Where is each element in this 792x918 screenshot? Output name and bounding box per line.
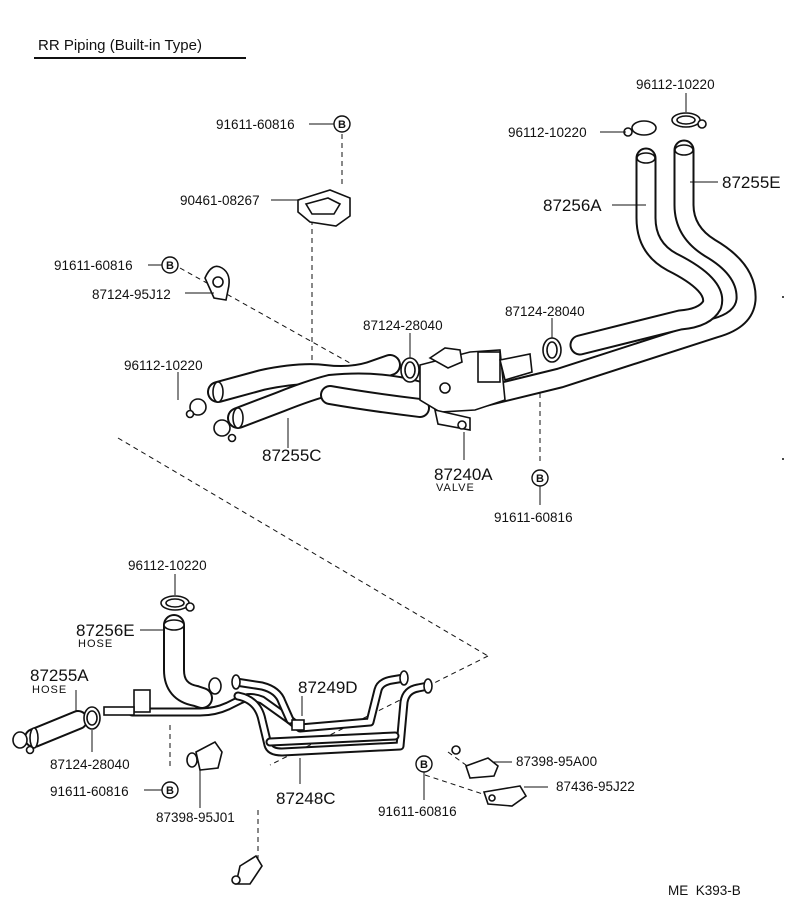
bracket-87436-95J22 [482,785,528,807]
pipe-end [423,678,433,694]
label-91611-left: 91611-60816 [54,258,133,273]
label-87255A: 87255A [30,666,89,685]
hose-end-cap [212,381,224,403]
label-87255C: 87255C [262,446,322,465]
hose-end-cap [636,152,656,164]
leader-lines-lower [75,629,548,808]
svg-text:B: B [338,119,346,131]
pipe-clamp-block [133,689,151,713]
hose-end-cap [163,619,185,631]
label-87248C: 87248C [276,789,336,808]
label-91611-lower-right: 91611-60816 [378,804,457,819]
clip-bottom [231,854,263,885]
svg-text:B: B [420,759,428,771]
label-87256E-hose: HOSE [78,638,113,650]
valve-87240A [419,347,533,431]
pipe-end [231,674,241,690]
label-87398-95J01: 87398-95J01 [156,810,235,825]
hose-87256A [569,147,724,356]
clamp [208,677,222,695]
marker-b-lower-left: B [161,781,179,799]
label-96112-mid: 96112-10220 [124,358,203,373]
clamp-mid-87124 [400,357,420,383]
hose-87255A [24,710,88,748]
marker-b-valve: B [531,469,549,487]
label-91611-top: 91611-60816 [216,117,295,132]
hose-end-cap [29,727,39,749]
label-91611-lower-left: 91611-60816 [50,784,129,799]
edge-dot [782,458,784,460]
bracket-87398-95A00 [451,745,499,779]
edge-dot [782,296,784,298]
pipe-87248C [233,681,433,757]
label-96112-upper: 96112-10220 [508,125,587,140]
label-valve: VALVE [436,482,475,494]
pipe-join [291,719,305,731]
label-90461: 90461-08267 [180,193,260,208]
pipe-end-stub [103,706,135,716]
marker-b-left: B [161,256,179,274]
clamp-87124-lower [83,706,101,730]
reference-code: ME K393-B [668,883,741,898]
label-87255A-hose: HOSE [32,684,67,696]
label-87256A: 87256A [543,196,602,215]
pipe-87249D [127,673,409,733]
hose-end-cap [232,407,244,429]
pipe-end [399,670,409,686]
label-87124-mid: 87124-28040 [363,318,443,333]
clamp-lower-96112 [160,595,195,612]
label-87436-95J22: 87436-95J22 [556,779,635,794]
label-91611-valve: 91611-60816 [494,510,573,525]
leader-lines-upper [148,93,718,505]
clamp-right-87124 [542,337,562,363]
hose-87255C [207,354,431,429]
diagram-title: RR Piping (Built-in Type) [38,37,202,54]
clamp-left-96112 [185,398,237,443]
label-87240A: 87240A [434,465,493,484]
label-87256E: 87256E [76,621,135,640]
label-87124-95J12: 87124-95J12 [92,287,171,302]
label-87249D: 87249D [298,678,358,697]
bracket-90461 [297,189,351,227]
dashed-reference-lines [117,134,541,865]
hose-end-cap [674,144,694,156]
label-87255E: 87255E [722,173,781,192]
hose-87255E [459,139,757,411]
hose-87256E [163,614,213,709]
label-87398-95A00: 87398-95A00 [516,754,597,769]
bracket-87398-95J01 [186,740,223,771]
svg-text:B: B [536,473,544,485]
svg-text:B: B [166,260,174,272]
marker-b-lower-right: B [415,755,433,773]
svg-text:B: B [166,785,174,797]
label-96112-lower: 96112-10220 [128,558,207,573]
label-87124-lower: 87124-28040 [50,757,130,772]
clip-87124-95J12 [204,265,230,301]
label-96112-top-right: 96112-10220 [636,77,715,92]
label-87124-right: 87124-28040 [505,304,585,319]
clamp-top-right [671,112,707,129]
clamp-hose-end [12,731,35,755]
clamp-upper [623,120,657,137]
marker-b-top: B [333,115,351,133]
